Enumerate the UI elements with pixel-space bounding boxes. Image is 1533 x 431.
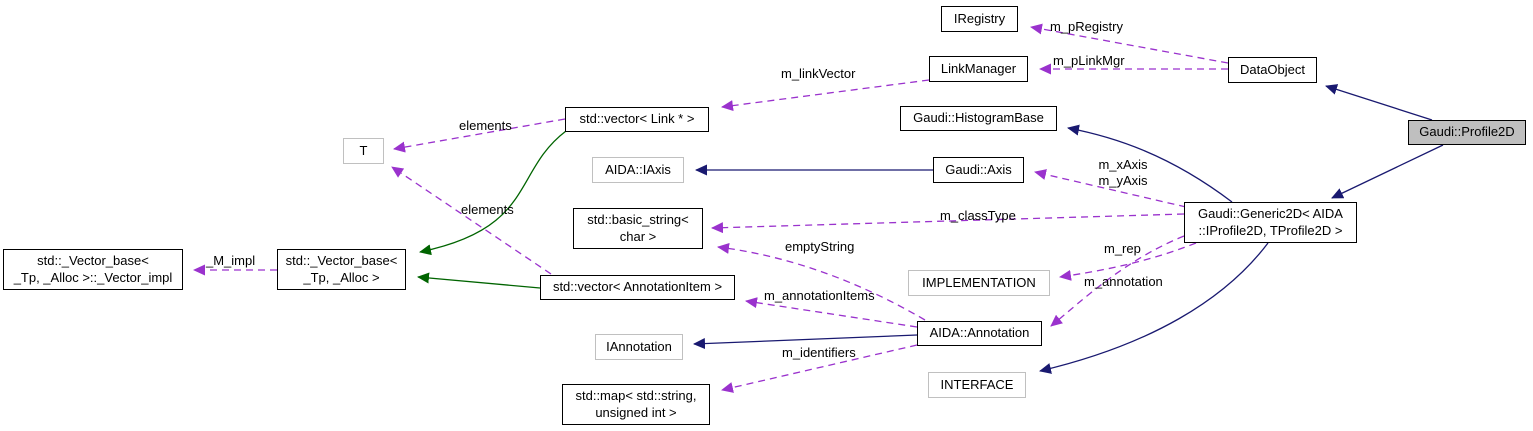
edge-profile2d-dataobject	[1325, 84, 1433, 121]
edge-annotation-iannotation	[693, 334, 918, 350]
node-vector-annotation[interactable]: std::vector< AnnotationItem >	[540, 275, 735, 300]
node-dataobject[interactable]: DataObject	[1228, 57, 1317, 83]
edge-m-rep	[1059, 242, 1197, 281]
node-std-map[interactable]: std::map< std::string, unsigned int >	[562, 384, 710, 425]
node-iregistry[interactable]: IRegistry	[941, 6, 1018, 32]
edge-generic2d-histogrambase	[1067, 124, 1233, 203]
node-basic-string[interactable]: std::basic_string< char >	[573, 208, 703, 249]
node-iaxis[interactable]: AIDA::IAxis	[592, 157, 684, 183]
edge-emptystring	[717, 242, 926, 321]
edge-label-m-annotation: m_annotation	[1084, 274, 1163, 289]
node-t[interactable]: T	[343, 138, 384, 164]
edge-label-m-linkvector: m_linkVector	[781, 66, 856, 81]
edge-label-elements-link: elements	[459, 118, 512, 133]
edge-label-m-classtype: m_classType	[940, 208, 1016, 223]
edge-m-annotation	[1050, 235, 1185, 327]
edge-m-pregistry	[1030, 23, 1229, 64]
edge-m-linkvector	[721, 79, 930, 112]
edge-label-emptystring: emptyString	[785, 239, 855, 254]
node-implementation[interactable]: IMPLEMENTATION	[908, 270, 1050, 296]
edge-label-m-axes: m_xAxis m_yAxis	[1098, 157, 1148, 188]
edge-label-m-impl: _M_impl	[206, 253, 256, 268]
edge-m-classtype	[711, 213, 1185, 234]
node-vector-link[interactable]: std::vector< Link * >	[565, 107, 709, 132]
node-annotation[interactable]: AIDA::Annotation	[917, 321, 1042, 346]
node-vector-impl[interactable]: std::_Vector_base< _Tp, _Alloc >::_Vecto…	[3, 249, 183, 290]
node-axis[interactable]: Gaudi::Axis	[933, 157, 1024, 183]
edge-label-elements-annotation: elements	[461, 202, 514, 217]
edge-vectorlink-vectorbase	[419, 130, 567, 256]
edge-profile2d-generic2d	[1331, 144, 1444, 199]
edge-m-axes	[1034, 169, 1187, 208]
edge-generic2d-interface	[1039, 242, 1269, 374]
edge-vectorannotation-vectorbase	[417, 272, 541, 289]
edge-m-annotationitems	[745, 297, 918, 328]
edge-label-m-rep: m_rep	[1104, 241, 1141, 256]
node-vector-base[interactable]: std::_Vector_base< _Tp, _Alloc >	[277, 249, 406, 290]
edge-label-m-identifiers: m_identifiers	[782, 345, 856, 360]
node-iannotation[interactable]: IAnnotation	[595, 334, 683, 360]
edge-label-m-plinkmgr: m_pLinkMgr	[1053, 53, 1125, 68]
node-generic2d[interactable]: Gaudi::Generic2D< AIDA ::IProfile2D, TPr…	[1184, 202, 1357, 243]
edge-m-identifiers	[721, 344, 918, 393]
edge-label-m-pregistry: m_pRegistry	[1050, 19, 1123, 34]
node-linkmanager[interactable]: LinkManager	[929, 56, 1028, 82]
node-histogrambase[interactable]: Gaudi::HistogramBase	[900, 106, 1057, 131]
edge-label-m-annotationitems: m_annotationItems	[764, 288, 875, 303]
node-interface[interactable]: INTERFACE	[928, 372, 1026, 398]
edge-elements-link	[393, 118, 566, 153]
node-profile2d[interactable]: Gaudi::Profile2D	[1408, 120, 1526, 145]
edge-elements-annotation	[391, 166, 552, 275]
